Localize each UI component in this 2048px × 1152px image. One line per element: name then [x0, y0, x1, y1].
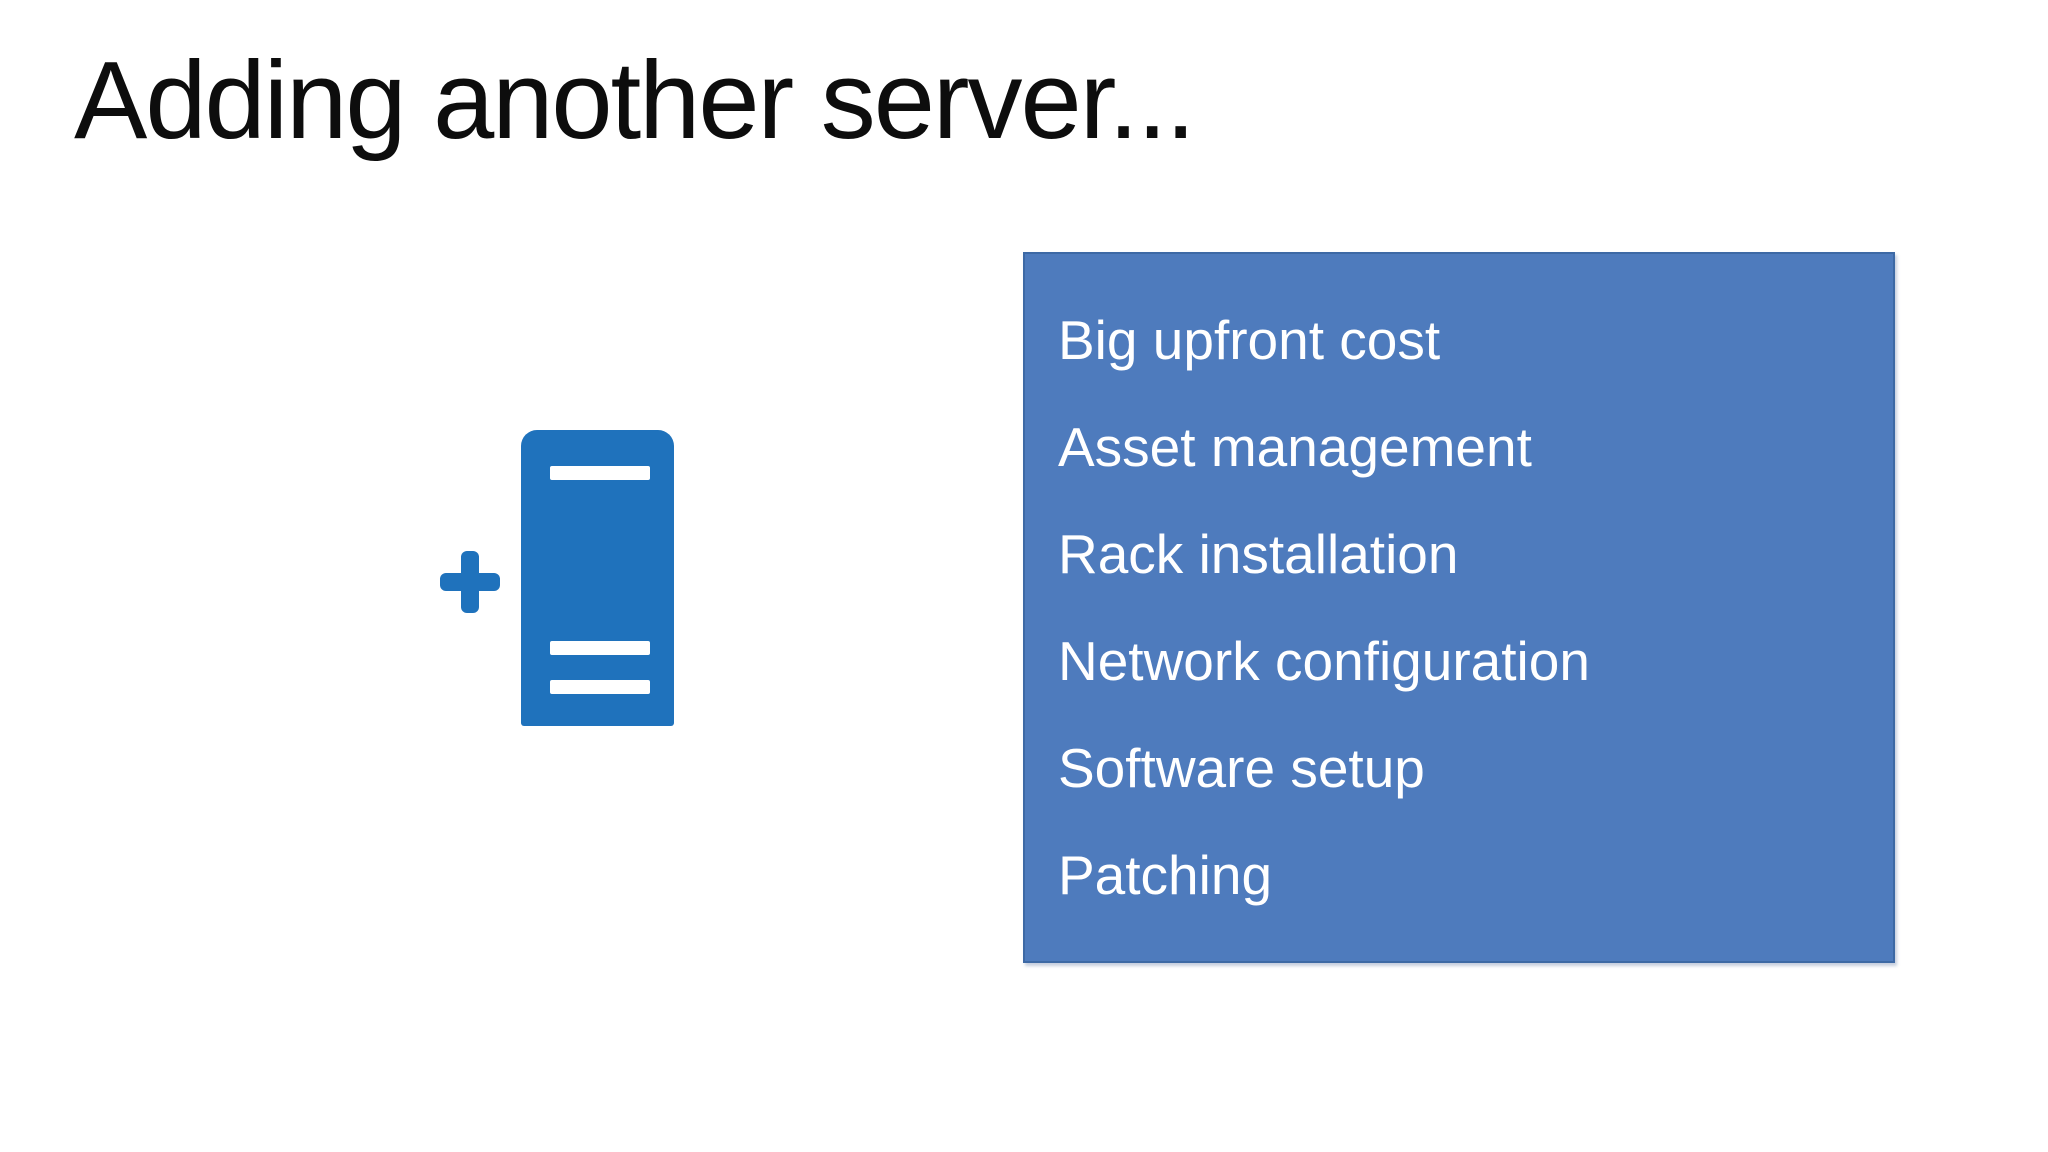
panel-item: Network configuration [1058, 630, 1590, 692]
panel-item: Big upfront cost [1058, 309, 1441, 371]
server-slot-bar-top [550, 466, 650, 480]
slide-title: Adding another server... [74, 39, 1196, 162]
plus-icon-vertical-arm [461, 551, 479, 613]
server-slot-bar-middle [550, 641, 650, 655]
panel-item: Asset management [1058, 416, 1532, 478]
panel-item: Patching [1058, 844, 1273, 906]
server-tasks-panel: Big upfront cost Asset management Rack i… [1023, 252, 1895, 963]
server-tower-icon [521, 430, 674, 726]
plus-icon [440, 551, 500, 613]
server-slot-bar-bottom [550, 680, 650, 694]
panel-item: Rack installation [1058, 523, 1459, 585]
panel-item: Software setup [1058, 737, 1425, 799]
